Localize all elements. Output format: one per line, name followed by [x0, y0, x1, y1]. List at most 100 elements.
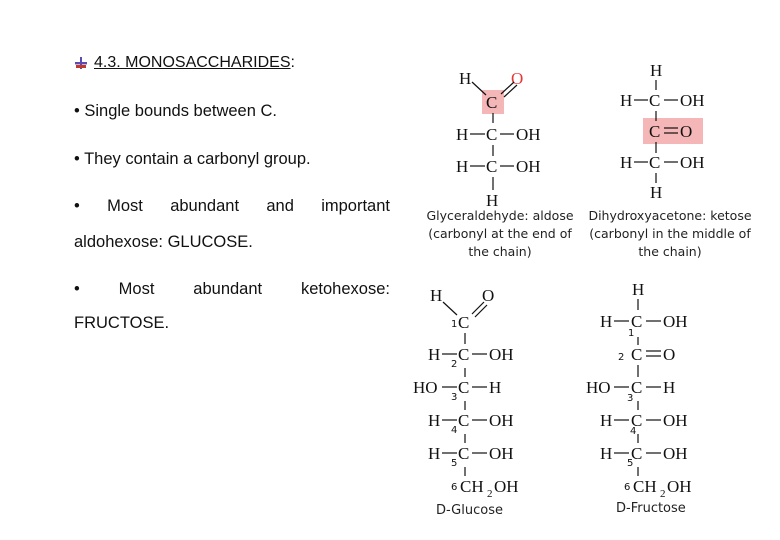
atom-h: H	[600, 444, 612, 463]
atom-h: H	[600, 411, 612, 430]
atom-oh: OH	[489, 444, 514, 463]
atom-oh: OH	[680, 153, 705, 172]
caption-line: the chain)	[468, 244, 532, 259]
section-heading: 4.3. MONOSACCHARIDES:	[74, 54, 295, 72]
atom-c: C	[649, 153, 660, 172]
atom-h: H	[428, 411, 440, 430]
atom-o: O	[511, 69, 523, 88]
atom-c: C	[631, 444, 642, 463]
atom-oh: OH	[663, 411, 688, 430]
atom-oh: OH	[516, 125, 541, 144]
caption-dihydroxyacetone: Dihydroxyacetone: ketose (carbonyl in th…	[584, 207, 756, 261]
atom-h: H	[489, 378, 501, 397]
word: Most	[107, 197, 143, 215]
bullet-aldohexose-line2: aldohexose: GLUCOSE.	[74, 233, 253, 251]
atom-c: C	[458, 313, 469, 332]
word: important	[321, 197, 390, 215]
atom-c: C	[631, 345, 642, 364]
bullet-ketohexose-line1: • Most abundant ketohexose:	[74, 280, 390, 299]
word: abundant	[170, 197, 240, 215]
atom-h: H	[459, 69, 471, 88]
bullet-marker: •	[74, 197, 80, 215]
word: ketohexose:	[301, 280, 390, 298]
atom-c: C	[486, 93, 497, 112]
atom-h: H	[632, 280, 644, 299]
atom-c: C	[458, 411, 469, 430]
carbon-number: 2	[618, 352, 624, 363]
atom-oh: OH	[680, 91, 705, 110]
fructose-structure: H H C OH 1 2 C O HO C H 3 H C	[586, 280, 692, 500]
atom-c: C	[458, 444, 469, 463]
carbon-number: 4	[630, 426, 636, 437]
atom-h: H	[620, 153, 632, 172]
carbon-number: 5	[451, 458, 457, 469]
caption-line: the chain)	[638, 244, 702, 259]
atom-c: C	[631, 312, 642, 331]
atom-oh: OH	[489, 345, 514, 364]
carbon-number: 1	[451, 319, 457, 330]
glucose-label: D-Glucose	[436, 503, 503, 518]
atom-oh: OH	[516, 157, 541, 176]
atom-o: O	[663, 345, 675, 364]
atom-oh: OH	[494, 477, 519, 496]
book-bullet-icon	[75, 57, 87, 69]
atom-c: C	[486, 157, 497, 176]
atom-c: C	[631, 378, 642, 397]
atom-ch2: CH	[633, 477, 657, 496]
caption-line: (carbonyl in the middle of	[589, 226, 751, 241]
atom-oh: OH	[663, 312, 688, 331]
atom-h: H	[430, 286, 442, 305]
subscript: 2	[487, 488, 493, 500]
atom-c: C	[649, 122, 660, 141]
caption-line: (carbonyl at the end of	[428, 226, 572, 241]
atom-h: H	[620, 91, 632, 110]
atom-c: C	[458, 345, 469, 364]
bullet-carbonyl: • They contain a carbonyl group.	[74, 150, 311, 168]
subscript: 2	[660, 488, 666, 500]
word: Most	[118, 280, 155, 298]
atom-ho: HO	[413, 378, 438, 397]
caption-line: Dihydroxyacetone: ketose	[588, 208, 752, 223]
carbon-number: 2	[451, 359, 457, 370]
atom-h: H	[486, 191, 498, 210]
carbon-number: 3	[451, 392, 457, 403]
glucose-structure: H O 1 C H C OH 2 HO C H 3 H C	[413, 286, 519, 500]
atom-oh: OH	[667, 477, 692, 496]
word: abundant	[193, 280, 263, 298]
atom-ho: HO	[586, 378, 611, 397]
glyceraldehyde-structure: H O C H C OH H C OH H	[456, 69, 541, 210]
carbon-number: 1	[628, 328, 634, 339]
atom-oh: OH	[489, 411, 514, 430]
atom-c: C	[458, 378, 469, 397]
atom-c: C	[649, 91, 660, 110]
bullet-single-bonds: • Single bounds between C.	[74, 102, 277, 120]
bullet-marker: •	[74, 280, 80, 298]
atom-h: H	[428, 345, 440, 364]
bullet-aldohexose-line1: • Most abundant and important	[74, 197, 390, 216]
carbon-number: 3	[627, 393, 633, 404]
carbon-number: 6	[451, 482, 457, 493]
atom-o: O	[482, 286, 494, 305]
carbon-number: 6	[624, 482, 630, 493]
heading-title: 4.3. MONOSACCHARIDES	[94, 54, 291, 71]
atom-h: H	[663, 378, 675, 397]
bullet-ketohexose-line2: FRUCTOSE.	[74, 314, 170, 332]
atom-h: H	[428, 444, 440, 463]
carbonyl-highlight	[643, 118, 703, 144]
atom-c: C	[631, 411, 642, 430]
atom-h: H	[650, 183, 662, 202]
atom-h: H	[650, 61, 662, 80]
atom-h: H	[600, 312, 612, 331]
fructose-label: D-Fructose	[616, 501, 686, 516]
caption-glyceraldehyde: Glyceraldehyde: aldose (carbonyl at the …	[424, 207, 576, 261]
atom-c: C	[486, 125, 497, 144]
dihydroxyacetone-structure: H H C OH C O H C OH H	[620, 61, 705, 202]
carbon-number: 5	[627, 458, 633, 469]
word: and	[266, 197, 294, 215]
carbonyl-highlight	[482, 90, 504, 114]
caption-line: Glyceraldehyde: aldose	[426, 208, 574, 223]
atom-h: H	[456, 125, 468, 144]
heading-colon: :	[290, 54, 295, 71]
